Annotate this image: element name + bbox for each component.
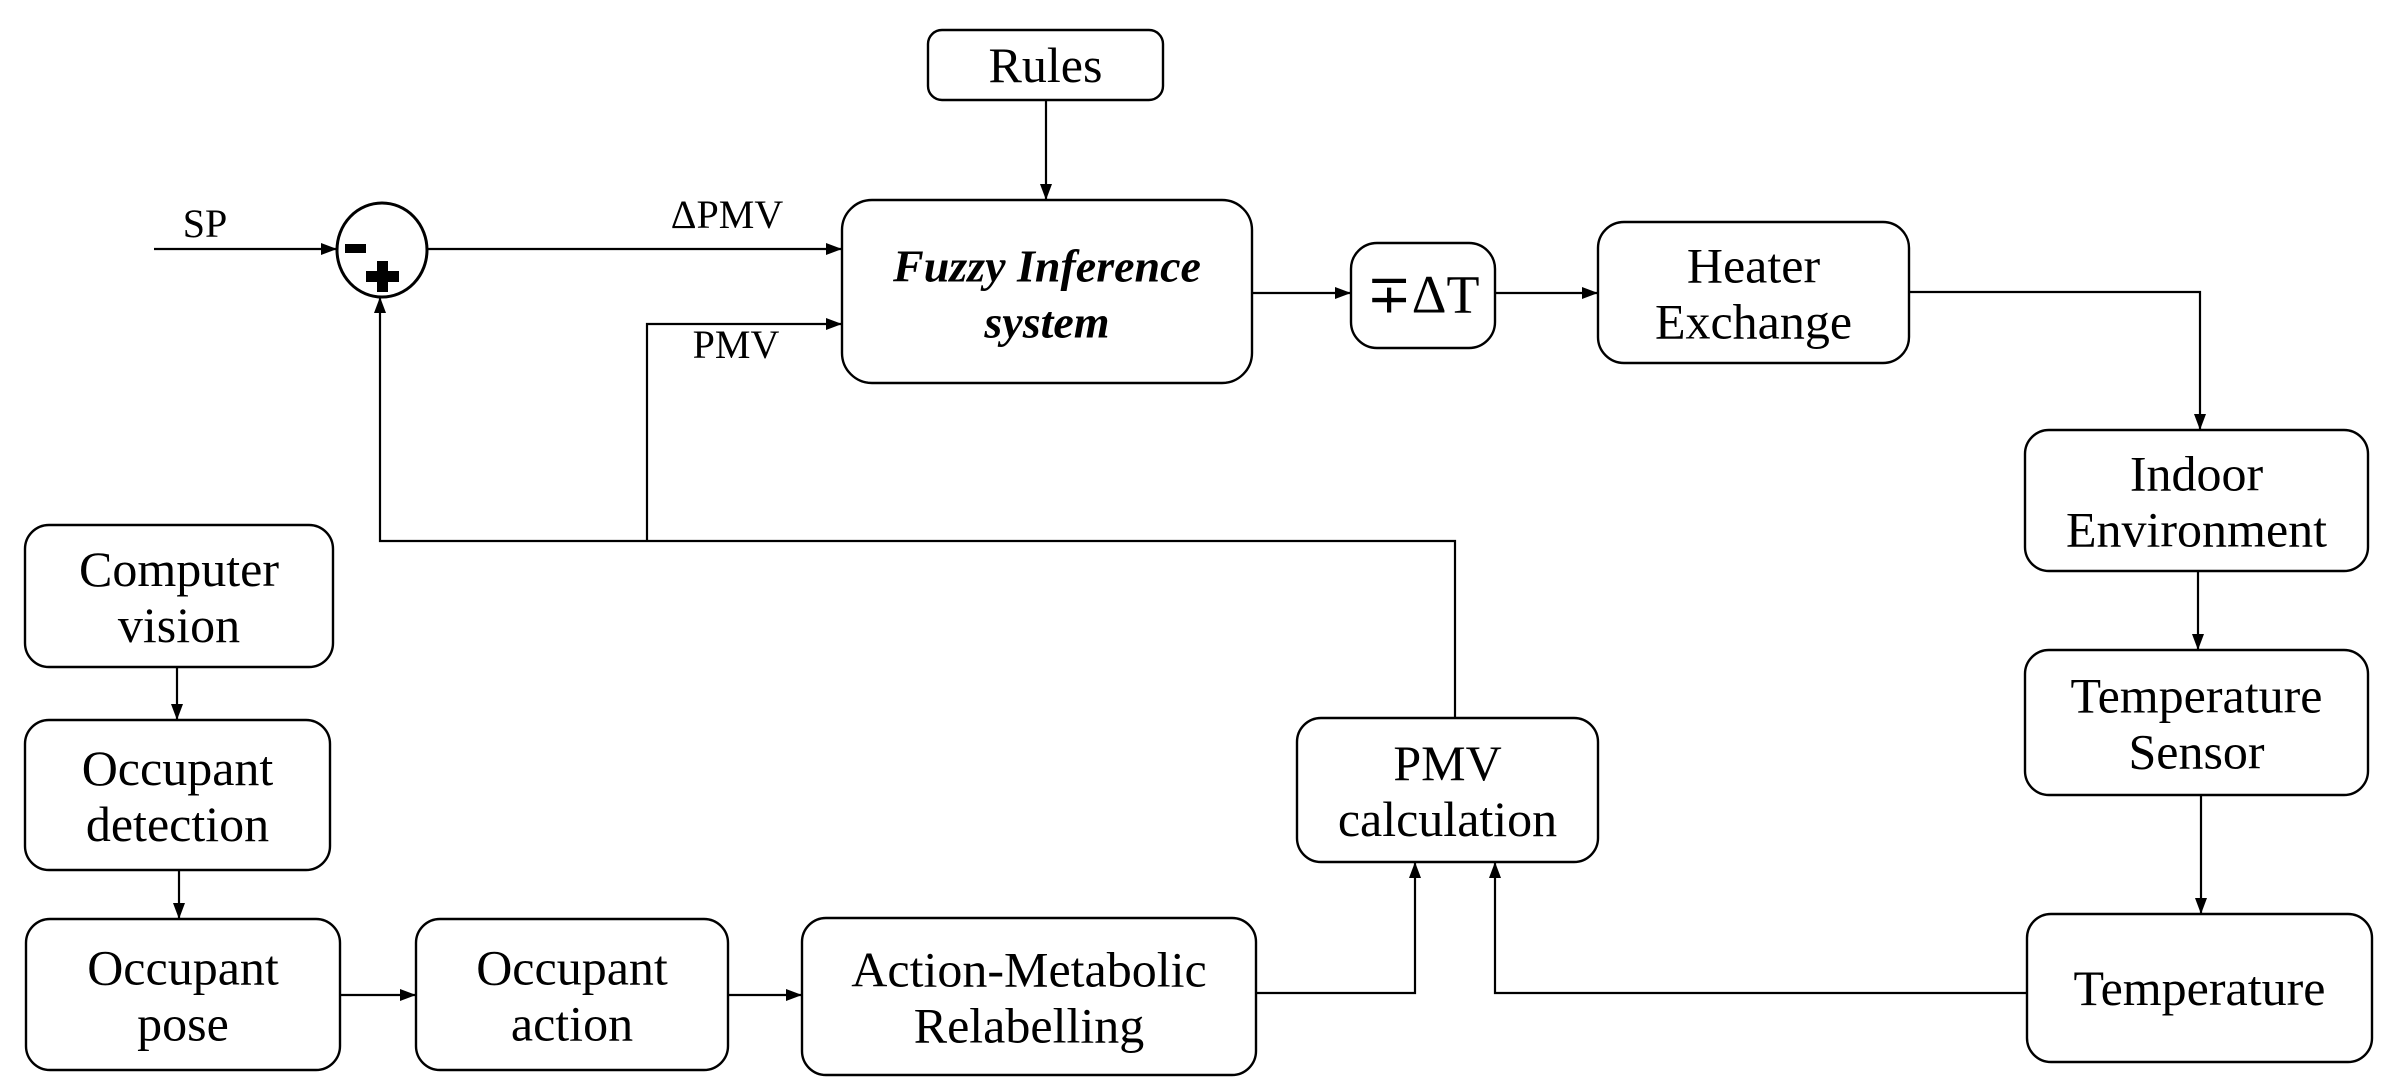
summing-junction-layer [335,201,429,299]
plus-sign-icon [377,261,388,292]
edge-heater-to-indoor [1909,290,2206,430]
minus-sign-icon [345,244,366,253]
node-box-action-metabolic-relabelling [800,916,1258,1077]
node-delta-t: ∓ΔT [1349,241,1497,350]
node-temperature: Temperature [2025,912,2374,1064]
node-label-temperature: Temperature [2074,960,2326,1016]
edge-pmv-branch-to-fuzzy [645,318,842,541]
edge-temperature-to-pmv-calc [1489,862,2027,995]
delta-pmv-label: ΔPMV [671,192,784,237]
sp-label: SP [183,201,228,246]
node-label-delta-t: ∓ΔT [1367,265,1480,325]
node-box-fuzzy-inference-system [840,198,1254,385]
node-box-rules [926,28,1165,102]
node-box-temperature-sensor [2023,648,2370,797]
node-box-occupant-detection [23,718,332,872]
node-box-indoor-environment [2023,428,2370,573]
node-box-occupant-pose [24,917,342,1072]
node-box-heater-exchange [1596,220,1911,365]
node-rules: Rules [926,28,1165,102]
edges-layer [154,100,2207,1001]
node-box-delta-t [1349,241,1497,350]
summing-junction [335,201,429,299]
node-label-rules: Rules [989,37,1103,93]
pmv-label: PMV [693,322,780,367]
edge-relabelling-to-pmv-calc [1256,862,1421,995]
edge-pmv-feedback-to-sum [374,297,1457,718]
node-box-temperature [2025,912,2374,1064]
node-box-occupant-action [414,917,730,1072]
summing-junction-circle [335,201,429,299]
node-box-pmv-calculation [1295,716,1600,864]
node-box-computer-vision [23,523,335,669]
signal-labels-layer: SP ΔPMV PMV [183,192,784,367]
